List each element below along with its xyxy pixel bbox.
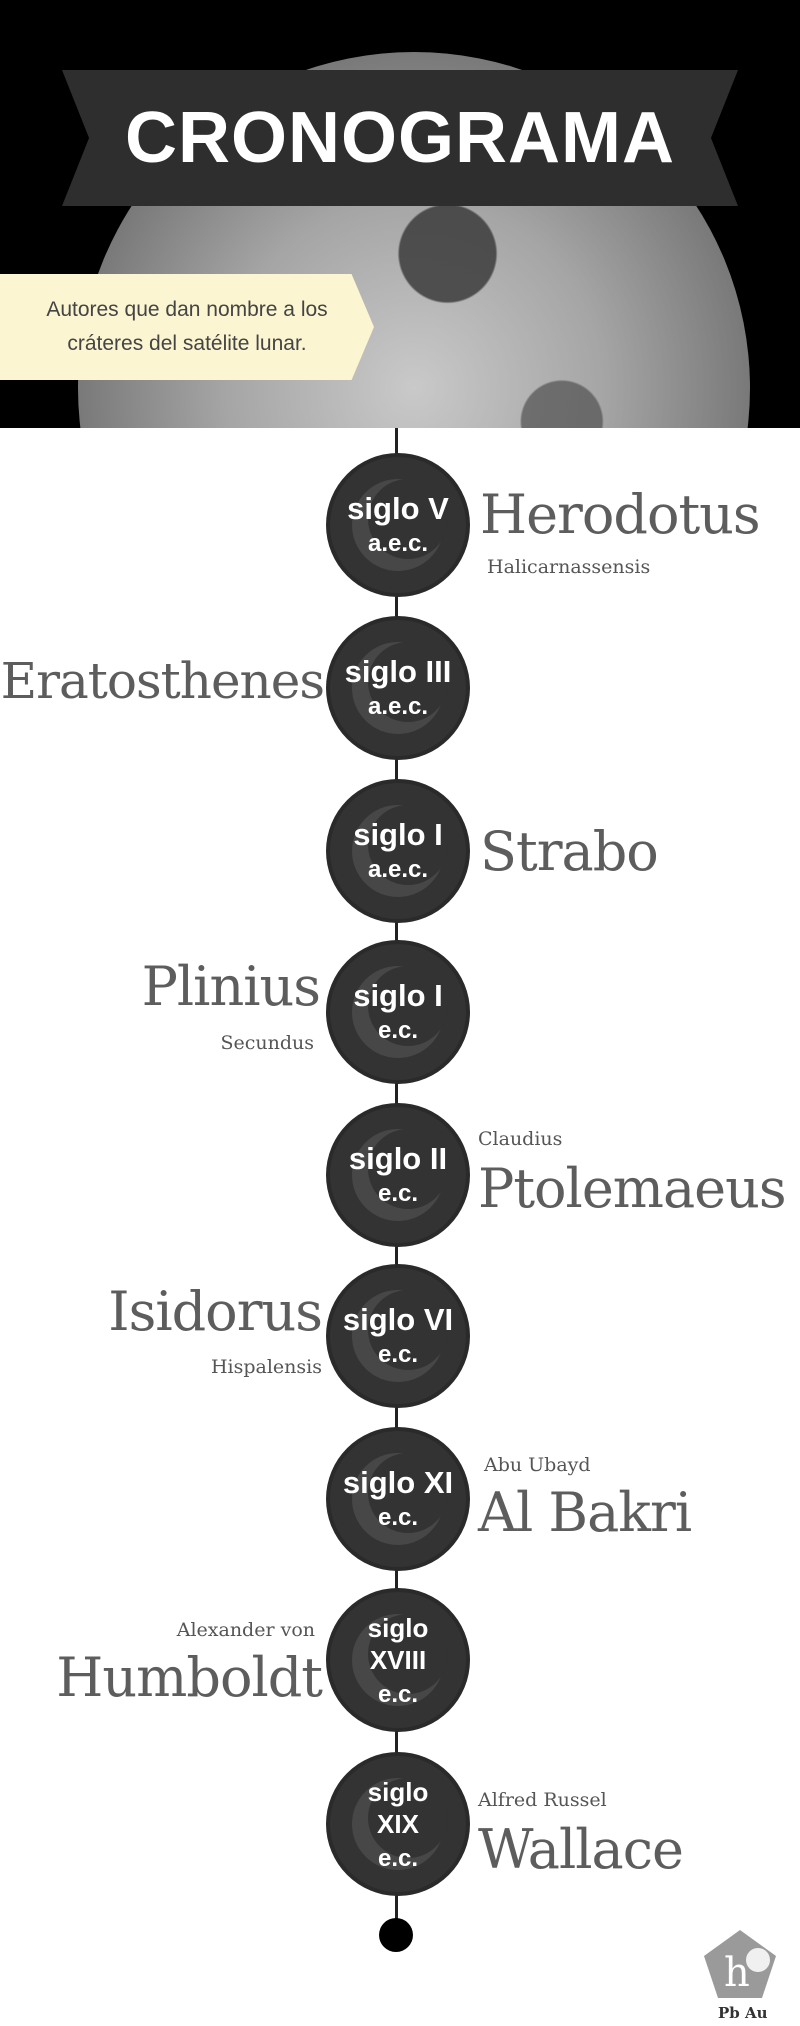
node-century: siglo XI (342, 1464, 454, 1500)
author-name: Ptolemaeus (478, 1157, 787, 1220)
author-name: Isidorus (108, 1280, 323, 1343)
timeline-node: siglo I e.c. (330, 944, 466, 1080)
author-detail: Alfred Russel (478, 1789, 607, 1811)
timeline-node: siglo V a.e.c. (330, 457, 466, 593)
timeline-node: siglo II e.c. (330, 1107, 466, 1243)
author-detail: Halicarnassensis (487, 556, 651, 578)
node-era: e.c. (377, 1017, 419, 1045)
node-century: siglo II (348, 1140, 448, 1176)
header-banner: CRONOGRAMA Autores que dan nombre a los … (0, 0, 800, 428)
node-era: e.c. (377, 1680, 419, 1708)
page-title: CRONOGRAMA (125, 98, 675, 178)
author-detail: Abu Ubayd (484, 1454, 591, 1476)
timeline-node: siglo VI e.c. (330, 1268, 466, 1404)
author-name: Strabo (480, 820, 659, 883)
svg-text:h: h (724, 1950, 750, 1996)
node-century: siglo VI (342, 1301, 454, 1337)
node-century: siglo I (353, 977, 443, 1013)
timeline-node: siglo XVIII e.c. (330, 1592, 466, 1728)
node-era: a.e.c. (367, 693, 429, 721)
node-era: e.c. (377, 1844, 419, 1872)
node-era: a.e.c. (367, 856, 429, 884)
node-century: siglo V (347, 490, 449, 526)
author-name: Herodotus (480, 483, 761, 546)
author-name: Eratosthenes (0, 652, 325, 710)
node-era: e.c. (377, 1180, 419, 1208)
node-century: siglo III (344, 653, 452, 689)
timeline-node: siglo XI e.c. (330, 1431, 466, 1567)
node-century: siglo XVIII (367, 1612, 429, 1676)
author-name: Plinius (141, 955, 321, 1018)
author-name: Wallace (478, 1818, 684, 1881)
author-name: Al Bakri (478, 1481, 692, 1544)
timeline-node: siglo III a.e.c. (330, 620, 466, 756)
subtitle-tag: Autores que dan nombre a los cráteres de… (0, 274, 374, 380)
node-era: a.e.c. (367, 530, 429, 558)
author-detail: Hispalensis (210, 1356, 322, 1378)
node-era: e.c. (377, 1504, 419, 1532)
author-detail: Secundus (220, 1032, 314, 1054)
title-ribbon: CRONOGRAMA (62, 70, 738, 206)
author-detail: Alexander von (176, 1619, 315, 1641)
timeline-node: siglo I a.e.c. (330, 783, 466, 919)
node-century: siglo I (353, 816, 443, 852)
timeline-node: siglo XIX e.c. (330, 1756, 466, 1892)
node-century: siglo XIX (367, 1776, 429, 1840)
pentagon-logo-icon: h (700, 1924, 780, 2014)
node-era: e.c. (377, 1341, 419, 1369)
timeline-end-dot (379, 1918, 413, 1952)
author-detail: Claudius (478, 1128, 563, 1150)
page-subtitle: Autores que dan nombre a los cráteres de… (46, 298, 328, 355)
logo-label: Pb Au (718, 2004, 768, 2022)
author-name: Humboldt (56, 1646, 323, 1709)
